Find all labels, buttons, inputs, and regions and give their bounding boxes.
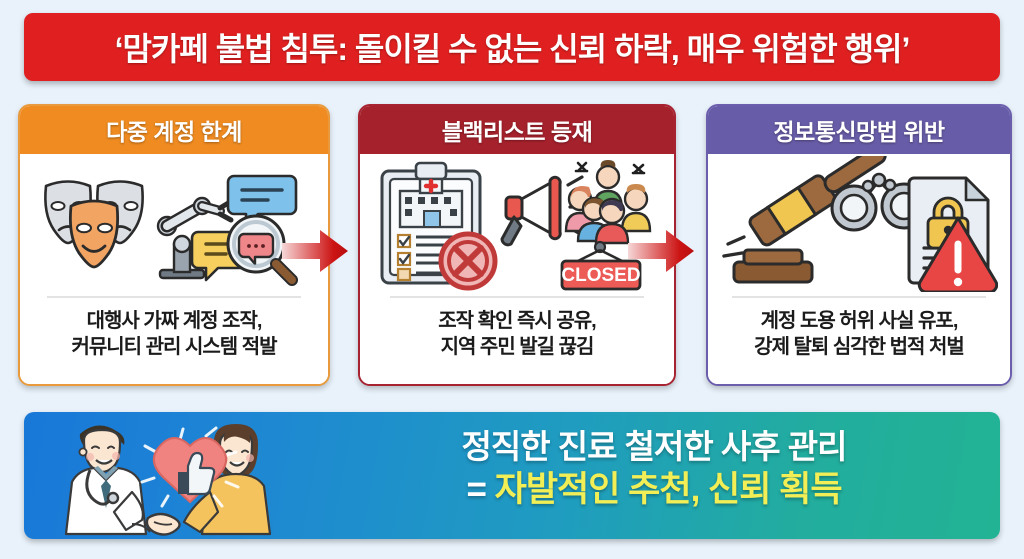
footer-line-1: 정직한 진료 철저한 사후 관리: [461, 428, 848, 465]
card-header-1: 다중 계정 한계: [20, 106, 328, 154]
card-header-label-1: 다중 계정 한계: [106, 119, 242, 145]
card-body-2: CLOSED 조작 확인 즉시 공유, 지역 주민 발길 끊김: [360, 154, 674, 384]
robot-arm-icon: [156, 196, 234, 280]
people-group-icon: [564, 160, 652, 245]
card-header-label-2: 블랙리스트 등재: [441, 119, 593, 145]
footer-line-2: = 자발적인 추천, 신뢰 획득: [324, 468, 984, 513]
arrow-card2-to-card3: [628, 228, 694, 274]
card-2-illustration: CLOSED: [360, 154, 674, 294]
warning-triangle-icon: [917, 216, 998, 292]
closed-sign-icon: CLOSED: [560, 240, 642, 291]
doctor-patient-handshake-illustration: [28, 412, 318, 539]
card-multi-account-limit: 다중 계정 한계: [18, 104, 330, 386]
card-caption-3: 계정 도용 허위 사실 유포, 강제 탈퇴 심각한 법적 처벌: [754, 310, 965, 359]
megaphone-icon: [500, 175, 588, 247]
gavel-handcuffs-document-warning-group-icon: [722, 156, 998, 292]
footer-line-2-text: 자발적인 추천, 신뢰 획득: [494, 470, 843, 510]
card-divider-3: [732, 296, 986, 298]
card-blacklist-registration: 블랙리스트 등재: [358, 104, 676, 386]
theater-masks-icon: [44, 180, 144, 269]
doctor-figure-icon: [64, 425, 151, 536]
card-divider-2: [390, 296, 644, 298]
card-1-illustration: [20, 154, 328, 294]
page-title: ‘맘카페 불법 침투: 돌이킬 수 없는 신뢰 하락, 매우 위험한 행위’: [114, 31, 911, 67]
heart-thumbsup-icon: [140, 426, 240, 508]
card-caption-2: 조작 확인 즉시 공유, 지역 주민 발길 끊김: [438, 310, 596, 359]
footer-text-block: 정직한 진료 철저한 사후 관리 = 자발적인 추천, 신뢰 획득: [324, 426, 984, 513]
handshake-icon: [145, 512, 181, 536]
card-caption-1: 대행사 가짜 계정 조작, 커뮤니티 관리 시스템 적발: [71, 310, 277, 359]
closed-sign-label: CLOSED: [561, 265, 640, 286]
title-banner: ‘맘카페 불법 침투: 돌이킬 수 없는 신뢰 하락, 매우 위험한 행위’: [24, 13, 1000, 81]
card-divider-1: [47, 296, 301, 298]
arrow-card1-to-card2: [282, 228, 348, 274]
magnifier-icon: [226, 214, 298, 286]
card-body-1: 대행사 가짜 계정 조작, 커뮤니티 관리 시스템 적발: [20, 154, 328, 384]
hospital-megaphone-people-closed-group-icon: CLOSED: [380, 160, 652, 291]
card-header-label-3: 정보통신망법 위반: [773, 119, 945, 145]
cards-row: 다중 계정 한계: [0, 104, 1024, 389]
card-header-2: 블랙리스트 등재: [360, 106, 674, 154]
gavel-icon: [722, 156, 887, 284]
card-3-illustration: [708, 154, 1010, 294]
card-header-3: 정보통신망법 위반: [708, 106, 1010, 154]
card-body-3: 계정 도용 허위 사실 유포, 강제 탈퇴 심각한 법적 처벌: [708, 154, 1010, 384]
card-network-act-violation: 정보통신망법 위반: [706, 104, 1012, 386]
footer-equals-sign: =: [466, 470, 486, 510]
masks-robot-magnifier-group-icon: [44, 174, 298, 286]
footer-banner: 정직한 진료 철저한 사후 관리 = 자발적인 추천, 신뢰 획득: [24, 412, 1000, 539]
prohibition-icon: [438, 231, 498, 291]
